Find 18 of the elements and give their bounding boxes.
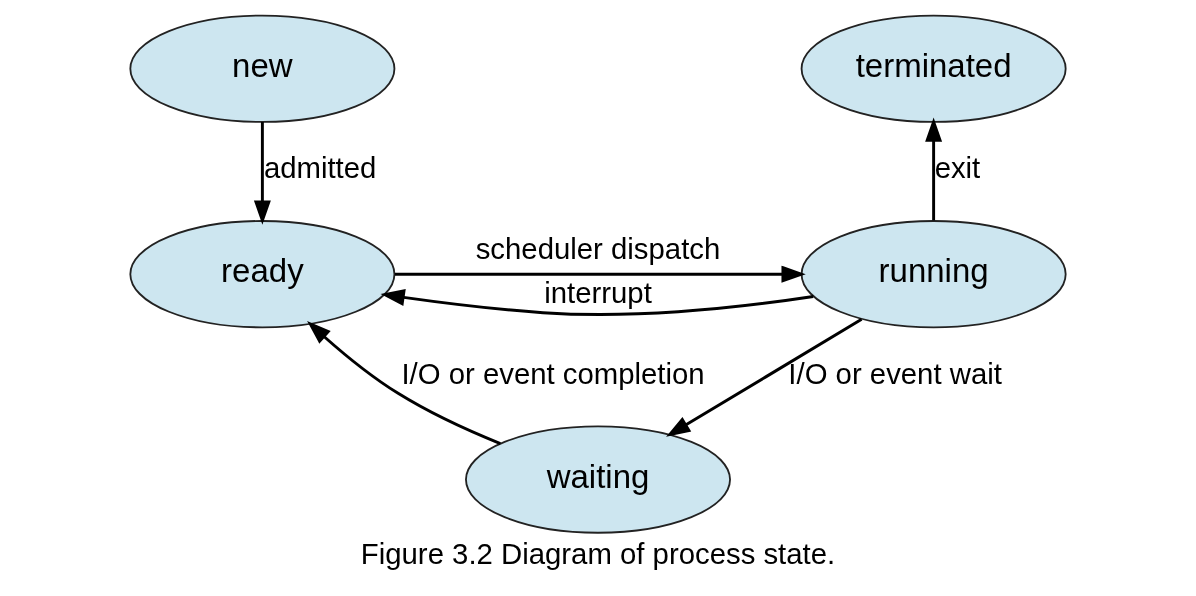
node-ellipse: terminated xyxy=(800,14,1067,123)
arrow xyxy=(253,122,271,225)
arrow xyxy=(666,318,863,437)
node-ellipse: ready xyxy=(129,220,396,329)
arrow xyxy=(395,265,806,283)
edge-label: exit xyxy=(934,151,981,185)
arrow xyxy=(380,289,814,316)
node-ellipse: waiting xyxy=(465,425,731,534)
caption: Figure 3.2 Diagram of process state. xyxy=(360,536,836,570)
node-ellipse: new xyxy=(129,14,396,123)
edge-label: I/O or event wait xyxy=(788,356,1002,390)
edge-label: interrupt xyxy=(544,276,652,310)
edge-label: admitted xyxy=(263,151,377,185)
node-ellipse: running xyxy=(800,220,1067,329)
edge-label: scheduler dispatch xyxy=(475,232,721,266)
arrow xyxy=(307,321,501,446)
arrow xyxy=(925,117,943,221)
edge-label: I/O or event completion xyxy=(401,356,705,390)
